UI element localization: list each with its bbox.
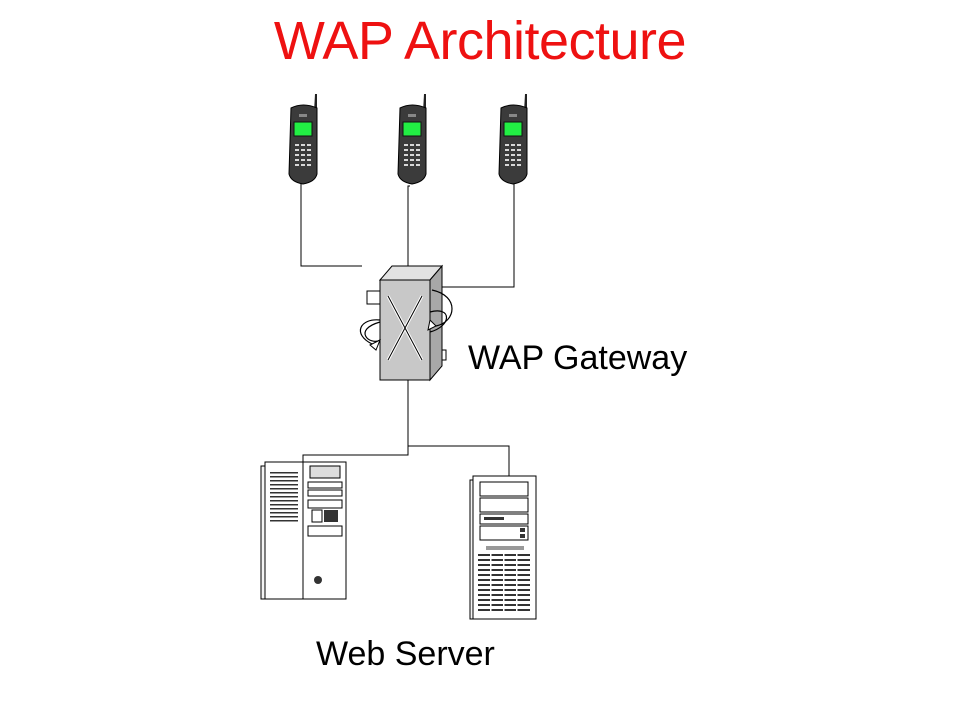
link-phone-2-gateway (407, 185, 410, 266)
connections (300, 184, 515, 476)
mobile-phone-icon (288, 94, 318, 185)
mobile-phone-icon (498, 94, 528, 185)
gateway-port-left (366, 290, 381, 305)
page-title: WAP Architecture (273, 11, 687, 71)
mobile-phone-icon (397, 94, 427, 185)
server-tower-icon (469, 475, 537, 620)
link-phone-3-gateway (434, 184, 515, 288)
link-gateway-server-2 (408, 445, 510, 476)
link-phone-1-gateway (300, 184, 362, 267)
gateway-box-icon (359, 264, 453, 382)
server-label: Web Server (316, 635, 495, 673)
link-gateway-servers (302, 378, 409, 462)
gateway-label: WAP Gateway (468, 339, 688, 377)
server-tower-icon (260, 461, 347, 600)
